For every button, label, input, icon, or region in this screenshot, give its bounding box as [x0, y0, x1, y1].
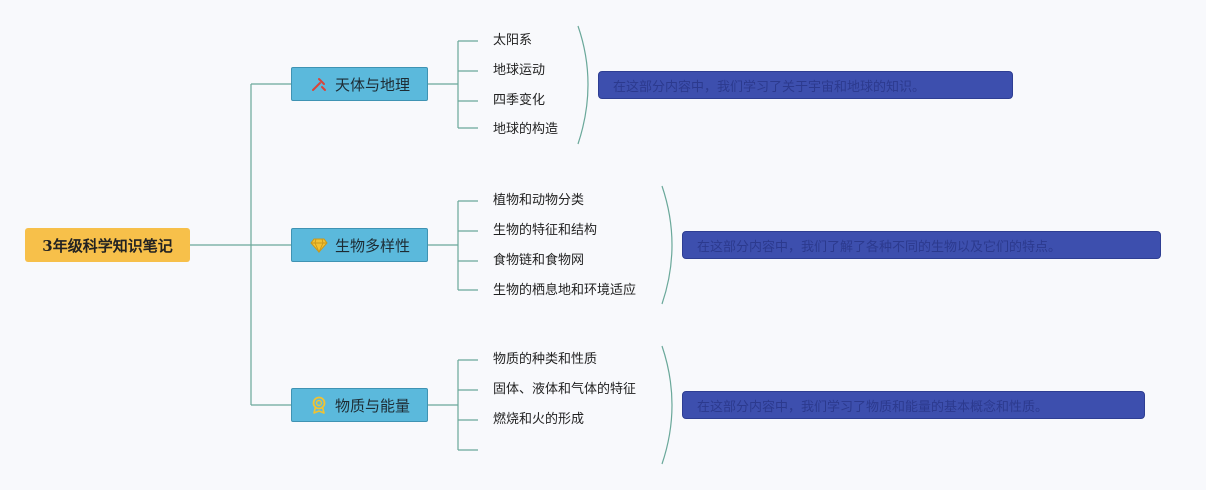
branch-label: 生物多样性 — [334, 236, 410, 255]
leaf-item[interactable]: 生物的特征和结构 — [493, 223, 598, 238]
leaf-item[interactable]: 太阳系 — [493, 33, 533, 48]
leaf-item[interactable]: 物质的种类和性质 — [493, 352, 598, 367]
leaf-item[interactable]: 植物和动物分类 — [493, 193, 585, 208]
summary-note-text: 在这部分内容中，我们了解了各种不同的生物以及它们的特点。 — [697, 239, 1062, 255]
diamond-icon — [309, 235, 329, 255]
branch-connector-1 — [428, 40, 478, 129]
summary-note-text: 在这部分内容中，我们学习了关于宇宙和地球的知识。 — [613, 79, 926, 95]
summary-note[interactable]: 在这部分内容中，我们了解了各种不同的生物以及它们的特点。 — [682, 231, 1161, 259]
leaf-item[interactable]: 地球运动 — [493, 63, 546, 78]
branch-matter-energy[interactable]: 物质与能量 — [291, 388, 428, 422]
summary-note[interactable]: 在这部分内容中，我们学习了物质和能量的基本概念和性质。 — [682, 391, 1145, 419]
summary-note[interactable]: 在这部分内容中，我们学习了关于宇宙和地球的知识。 — [598, 71, 1013, 99]
root-topic[interactable]: 3年级科学知识笔记 — [25, 228, 190, 262]
summary-bracket-2 — [661, 185, 673, 305]
root-connector — [190, 83, 291, 406]
leaf-item[interactable]: 生物的栖息地和环境适应 — [493, 283, 637, 298]
branch-connector-3 — [428, 359, 478, 451]
leaf-item[interactable]: 燃烧和火的形成 — [493, 412, 585, 427]
summary-bracket-3 — [661, 345, 673, 465]
branch-connector-2 — [428, 200, 478, 291]
summary-bracket-1 — [577, 25, 589, 145]
root-topic-label: 3年级科学知识笔记 — [42, 236, 173, 255]
branch-biodiversity[interactable]: 生物多样性 — [291, 228, 428, 262]
branch-celestial-geography[interactable]: 天体与地理 — [291, 67, 428, 101]
branch-label: 物质与能量 — [334, 396, 410, 415]
leaf-item[interactable]: 食物链和食物网 — [493, 253, 585, 268]
award-icon — [309, 395, 329, 415]
leaf-item[interactable]: 四季变化 — [493, 93, 546, 108]
summary-note-text: 在这部分内容中，我们学习了物质和能量的基本概念和性质。 — [697, 399, 1049, 415]
leaf-item[interactable]: 固体、液体和气体的特征 — [493, 382, 637, 397]
hammer-icon — [309, 74, 329, 94]
branch-label: 天体与地理 — [334, 75, 410, 94]
leaf-item[interactable]: 地球的构造 — [493, 122, 559, 137]
